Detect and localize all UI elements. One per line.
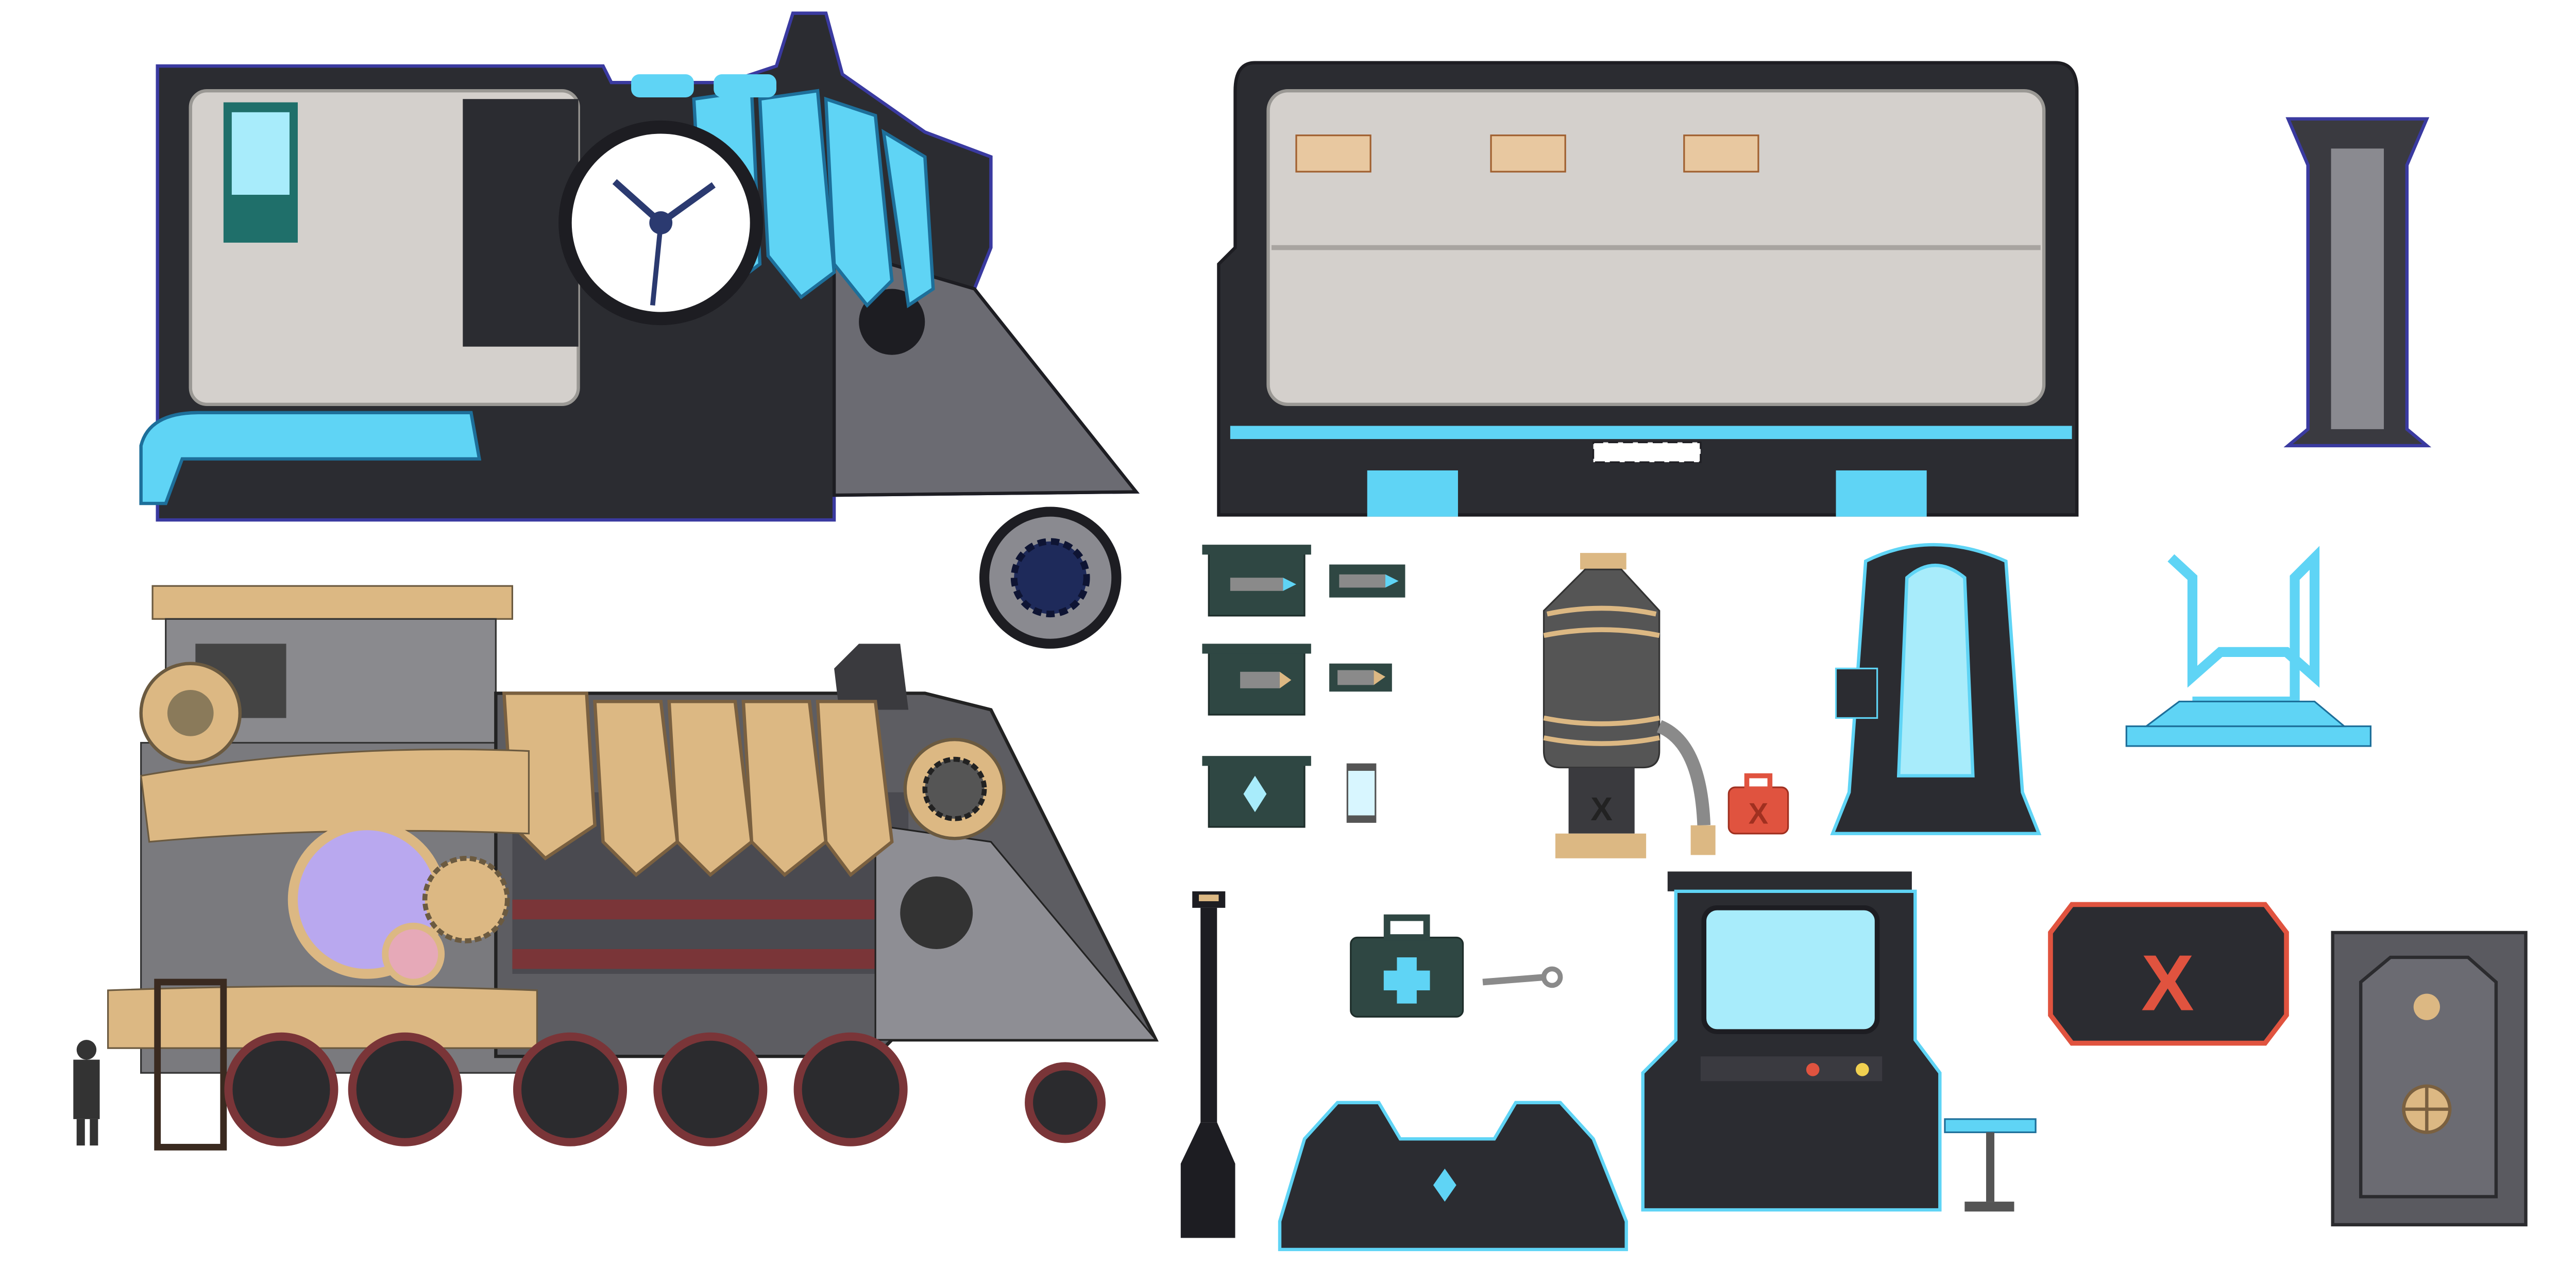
red-case: X bbox=[1727, 773, 1789, 835]
pillar bbox=[2283, 117, 2432, 448]
futuristic-locomotive bbox=[139, 11, 1140, 522]
wrench-icon bbox=[1482, 966, 1563, 988]
ammo-box-rocket bbox=[1202, 545, 1311, 617]
blue-bracket bbox=[2125, 546, 2372, 747]
passenger-car bbox=[1217, 61, 2079, 517]
svg-text:X: X bbox=[2141, 938, 2194, 1027]
stool bbox=[1944, 1118, 2037, 1212]
vault-door bbox=[2331, 931, 2528, 1227]
arcade-cabinet bbox=[1641, 871, 1942, 1212]
locomotive-wheel bbox=[979, 507, 1122, 649]
control-console bbox=[1278, 1101, 1628, 1252]
rocket-ammo bbox=[1329, 564, 1405, 598]
cryo-pod bbox=[1830, 543, 2042, 835]
lamp-post bbox=[1180, 891, 1235, 1238]
bullet-ammo bbox=[1329, 663, 1392, 692]
svg-text:X: X bbox=[1749, 797, 1768, 830]
boiler-tank: X bbox=[1543, 553, 1716, 858]
conductor-figure bbox=[73, 1040, 100, 1146]
clock-icon bbox=[558, 120, 764, 326]
gear-icon bbox=[1010, 538, 1090, 618]
energy-vial bbox=[1346, 763, 1377, 823]
svg-text:X: X bbox=[1590, 790, 1613, 828]
medical-cross-icon bbox=[1383, 957, 1430, 1004]
ammo-box-crystal bbox=[1202, 756, 1311, 828]
medkit bbox=[1350, 914, 1464, 1018]
steampunk-locomotive bbox=[107, 585, 1159, 1151]
ammo-box-bullet bbox=[1202, 644, 1311, 716]
gear-icon bbox=[922, 756, 987, 821]
red-x-crate: X bbox=[2048, 902, 2289, 1046]
